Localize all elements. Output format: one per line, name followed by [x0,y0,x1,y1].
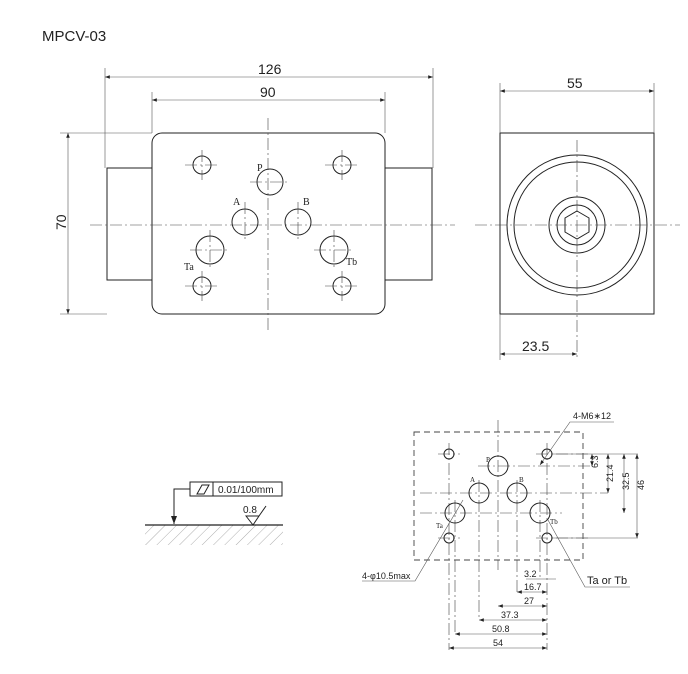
port-b-label: B [303,197,310,208]
vdim-6-3: 6.3 [590,455,600,468]
vdim-32-5: 32.5 [621,472,631,490]
dim-23-5: 23.5 [522,338,549,354]
mounting-interface: P A B Ta Tb 6.3 21.4 32.5 46 3.2 16.7 27… [362,411,646,650]
side-view: 55 23.5 [475,75,680,360]
port-p-label: P [257,163,263,174]
hdim-3-2: 3.2 [524,569,537,579]
mounting-holes [185,150,359,301]
hdim-27: 27 [524,596,534,606]
vdim-21-4: 21.4 [605,464,615,482]
roughness-icon [244,505,267,526]
top-view: P A B Ta Tb 126 90 70 [53,61,455,330]
hdim-16-7: 16.7 [524,582,542,592]
dim-90: 90 [260,84,276,100]
port-a-label: A [233,197,241,208]
hdim-37-3: 37.3 [501,610,519,620]
iface-port-tb: Tb [550,518,558,526]
hex-socket [564,210,590,240]
iface-port-a: A [470,476,475,484]
dim-55: 55 [567,75,583,91]
iface-port-p: P [486,456,490,464]
tank-label: Ta or Tb [587,575,627,587]
ports [190,168,354,270]
port-size-label: 4-φ10.5max [362,571,411,581]
hdim-50-8: 50.8 [492,624,510,634]
roughness-value: 0.8 [243,505,257,516]
hdim-54: 54 [493,638,503,648]
side-blocks [106,167,433,281]
dim-70: 70 [53,214,69,230]
flatness-value: 0.01/100mm [218,485,274,496]
valve-body [151,132,386,315]
port-tb-label: Tb [346,257,357,268]
surface-spec: 0.01/100mm 0.8 [145,481,283,545]
iface-port-ta: Ta [436,522,444,530]
bolt-label: 4-M6∗12 [573,411,611,421]
flatness-icon [196,484,210,495]
side-body [499,132,655,315]
dim-126: 126 [258,61,282,77]
port-ta-label: Ta [184,262,194,273]
iface-port-b: B [519,476,524,484]
vdim-46: 46 [636,480,646,490]
drawing-title: MPCV-03 [42,28,106,45]
